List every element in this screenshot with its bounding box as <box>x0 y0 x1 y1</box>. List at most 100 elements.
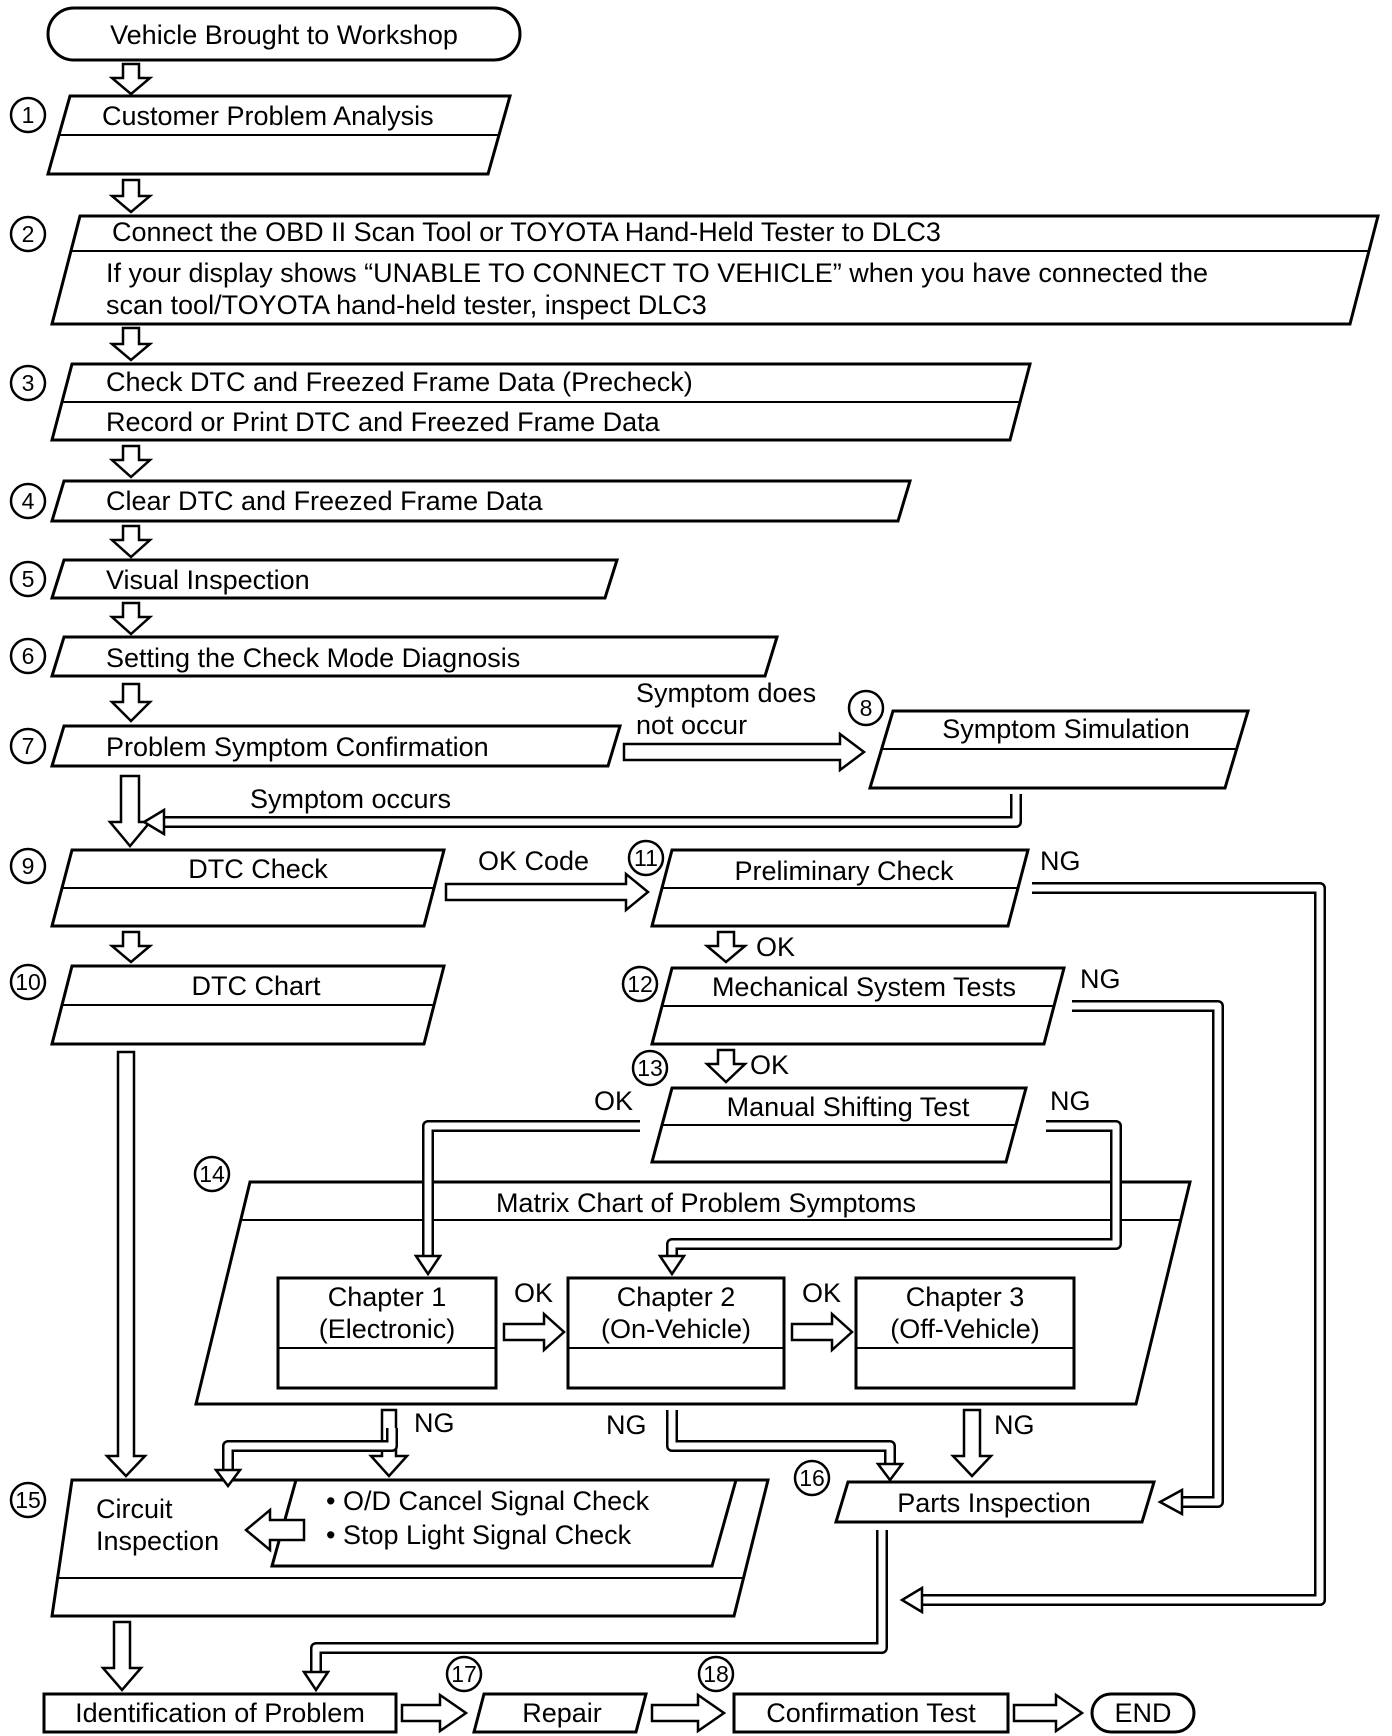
label-ch1-ng: NG <box>414 1408 455 1438</box>
svg-text:16: 16 <box>799 1465 825 1491</box>
step-2-connect-scan-tool: Connect the OBD II Scan Tool or TOYOTA H… <box>50 214 1380 326</box>
step-number-15: 15 <box>9 1481 47 1519</box>
step-2-title: Connect the OBD II Scan Tool or TOYOTA H… <box>112 217 941 247</box>
label-symptom-does-not-occur-1: Symptom does <box>636 678 816 708</box>
arrow-13-ng <box>657 1254 687 1277</box>
step-7-title: Problem Symptom Confirmation <box>106 732 489 762</box>
step-number-9: 9 <box>9 847 47 885</box>
step-10-title: DTC Chart <box>191 971 321 1001</box>
svg-text:1: 1 <box>22 102 35 128</box>
flow-arrows <box>100 62 1085 1734</box>
label-ch3-ng: NG <box>994 1410 1035 1440</box>
arrow-ch1-ng-to-circuit <box>213 1468 243 1489</box>
arrow-10-to-15 <box>104 1050 148 1478</box>
arrow-12-ng <box>1157 1487 1184 1517</box>
step-8-title: Symptom Simulation <box>942 714 1190 744</box>
arrow-4-to-5 <box>108 524 154 559</box>
step-9-dtc-check: DTC Check <box>50 848 446 928</box>
step-18-confirmation-test: Confirmation Test <box>732 1692 1010 1734</box>
arrow-symptom-occurs <box>141 807 166 837</box>
step-10-dtc-chart: DTC Chart <box>50 964 446 1046</box>
svg-text:12: 12 <box>627 971 653 997</box>
step-14-title: Matrix Chart of Problem Symptoms <box>496 1188 916 1218</box>
svg-text:4: 4 <box>22 488 35 514</box>
step-16-title: Parts Inspection <box>897 1488 1091 1518</box>
arrow-7-to-8 <box>622 731 867 773</box>
step-number-17: 17 <box>445 1655 483 1693</box>
signal-check-item-1: • O/D Cancel Signal Check <box>326 1486 650 1516</box>
chapter-2-title: Chapter 2 <box>617 1282 736 1312</box>
svg-text:8: 8 <box>860 695 873 721</box>
step-17-title: Repair <box>522 1698 602 1728</box>
label-11-ok: OK <box>756 932 795 962</box>
step-number-7: 7 <box>9 727 47 765</box>
chapter-3-subtitle: (Off-Vehicle) <box>890 1314 1040 1344</box>
chapter-1-title: Chapter 1 <box>328 1282 447 1312</box>
step-18-title: Confirmation Test <box>766 1698 976 1728</box>
label-ok-code: OK Code <box>478 846 589 876</box>
step-14-matrix-chart: Matrix Chart of Problem Symptoms Chapter… <box>194 1180 1192 1406</box>
chapter-1-box: Chapter 1 (Electronic) <box>276 1276 498 1390</box>
svg-text:14: 14 <box>199 1161 225 1187</box>
arrow-start-to-1 <box>108 62 154 96</box>
arrow-signal-to-circuit <box>244 1507 306 1553</box>
step-9-title: DTC Check <box>188 854 328 884</box>
step-2-note-line-1: If your display shows “UNABLE TO CONNECT… <box>106 258 1208 288</box>
arrow-9-to-11 <box>444 871 650 913</box>
svg-text:5: 5 <box>22 566 35 592</box>
svg-text:11: 11 <box>634 845 658 871</box>
signal-check-item-2: • Stop Light Signal Check <box>326 1520 632 1550</box>
svg-text:3: 3 <box>22 370 35 396</box>
label-ch1-ok: OK <box>514 1278 553 1308</box>
step-15-title-line-1: Circuit <box>96 1494 173 1524</box>
step-number-1: 1 <box>9 96 47 134</box>
step-number-16: 16 <box>793 1459 831 1497</box>
arrow-11-to-12 <box>703 930 749 964</box>
arrow-7-to-9 <box>107 774 153 848</box>
arrow-ch1-to-ch2 <box>502 1311 566 1353</box>
step-number-6: 6 <box>9 637 47 675</box>
step-16-parts-inspection: Parts Inspection <box>833 1480 1157 1524</box>
arrow-ch3-ng-down <box>950 1408 994 1478</box>
svg-text:17: 17 <box>451 1661 477 1687</box>
step-6-check-mode-diagnosis: Setting the Check Mode Diagnosis <box>49 635 780 678</box>
label-symptom-does-not-occur-2: not occur <box>636 710 747 740</box>
svg-text:13: 13 <box>637 1055 663 1081</box>
step-3-note: Record or Print DTC and Freezed Frame Da… <box>106 407 661 437</box>
step-12-title: Mechanical System Tests <box>712 972 1016 1002</box>
svg-text:15: 15 <box>15 1487 41 1513</box>
step-1-title: Customer Problem Analysis <box>102 101 434 131</box>
pipe-connectors <box>141 794 1326 1693</box>
step-7-problem-symptom-confirmation: Problem Symptom Confirmation <box>49 724 623 768</box>
step-13-title: Manual Shifting Test <box>727 1092 970 1122</box>
svg-text:10: 10 <box>15 969 41 995</box>
step-6-title: Setting the Check Mode Diagnosis <box>106 643 520 673</box>
step-17-repair: Repair <box>472 1692 648 1734</box>
arrow-18-to-end <box>1012 1692 1085 1734</box>
step-12-mechanical-system-tests: Mechanical System Tests <box>650 966 1066 1046</box>
step-2-note-line-2: scan tool/TOYOTA hand-held tester, inspe… <box>106 290 707 320</box>
step-numbers: 1 2 3 4 5 6 7 8 9 10 11 12 13 14 15 16 1… <box>9 96 885 1693</box>
step-number-10: 10 <box>9 963 47 1001</box>
chapter-3-title: Chapter 3 <box>906 1282 1025 1312</box>
step-15-title-line-2: Inspection <box>96 1526 219 1556</box>
end-terminal: END <box>1090 1692 1196 1734</box>
step-number-2: 2 <box>9 215 47 253</box>
arrow-5-to-6 <box>108 601 154 636</box>
arrow-ch2-to-ch3 <box>790 1311 854 1353</box>
label-13-ok: OK <box>594 1086 633 1116</box>
step-number-8: 8 <box>847 689 885 727</box>
step-4-clear-dtc: Clear DTC and Freezed Frame Data <box>49 479 913 523</box>
label-12-ok: OK <box>750 1050 789 1080</box>
arrow-3-to-4 <box>108 444 154 479</box>
step-number-4: 4 <box>9 482 47 520</box>
label-symptom-occurs: Symptom occurs <box>250 784 451 814</box>
identification-title: Identification of Problem <box>75 1698 365 1728</box>
svg-text:2: 2 <box>22 221 35 247</box>
label-12-ng: NG <box>1080 964 1121 994</box>
chapter-2-subtitle: (On-Vehicle) <box>601 1314 751 1344</box>
arrow-17-to-18 <box>650 1692 727 1734</box>
start-label: Vehicle Brought to Workshop <box>110 20 458 50</box>
arrow-identification-to-17 <box>400 1692 469 1734</box>
